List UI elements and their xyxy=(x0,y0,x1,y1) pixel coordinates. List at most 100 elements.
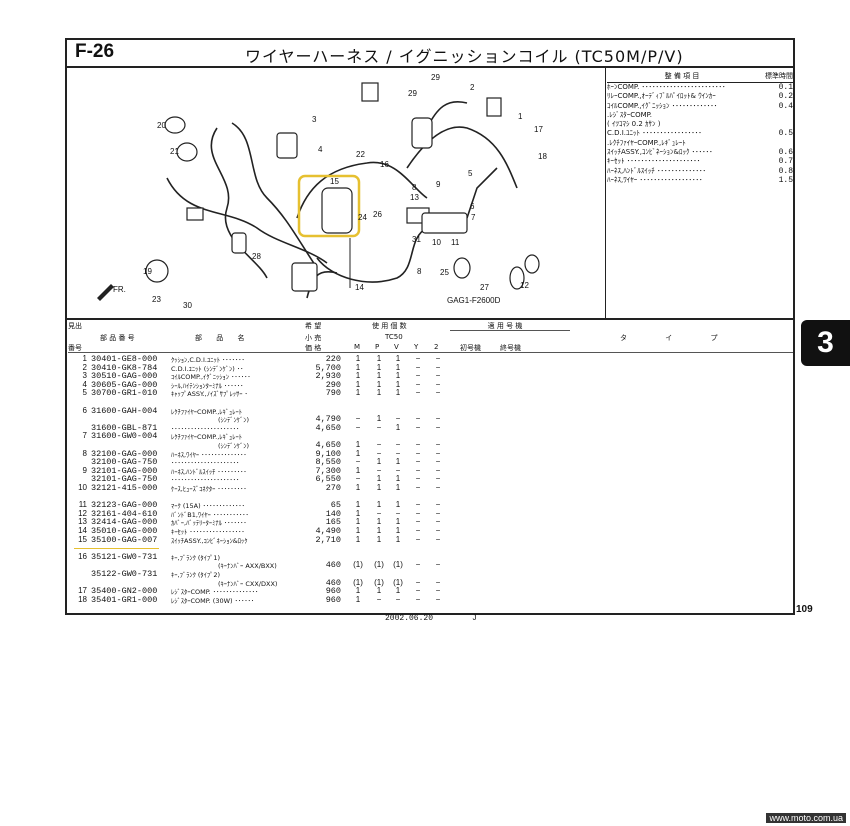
callout-number: 29 xyxy=(431,73,440,82)
quantity-y: − xyxy=(415,534,421,544)
service-time xyxy=(771,120,793,129)
table-row: (ｼﾝﾃﾞﾝｹﾞﾝ)4,790−1−−− xyxy=(68,414,468,425)
callout-number: 30 xyxy=(183,301,192,310)
usage-col-2: 2 xyxy=(434,343,439,351)
part-number: 35010-GAG-000 xyxy=(91,526,158,536)
quantity-p: − xyxy=(376,465,382,475)
callout-number: 22 xyxy=(356,150,365,159)
part-number: 30510-GAG-000 xyxy=(91,371,158,382)
callout-number: 15 xyxy=(330,177,339,186)
ref-number: 11 xyxy=(78,500,87,510)
service-time: 1.5 xyxy=(778,175,793,185)
type-header: タ イ プ xyxy=(620,334,736,342)
quantity-p: 1 xyxy=(376,362,382,372)
part-name-detail: (ｼﾝﾃﾞﾝｹﾞﾝ) xyxy=(218,416,250,425)
ref-number: 15 xyxy=(78,534,87,544)
quantity-p: 1 xyxy=(376,517,382,527)
part-number: 32123-GAG-000 xyxy=(91,500,158,511)
watermark-url: www.moto.com.ua xyxy=(766,813,846,823)
quantity-2: − xyxy=(435,534,441,544)
usage-col-p: P xyxy=(375,343,380,351)
price: 6,550 xyxy=(315,474,341,485)
quantity-v: 1 xyxy=(395,474,401,484)
quantity-p: (1) xyxy=(374,577,384,587)
quantity-v: 1 xyxy=(395,586,401,596)
callout-number: 23 xyxy=(152,295,161,304)
quantity-v: 1 xyxy=(395,388,401,398)
callout-number: 9 xyxy=(436,180,441,189)
quantity-2: − xyxy=(435,500,441,510)
part-number: 35100-GAG-007 xyxy=(91,534,158,545)
part-name: ﾚｼﾞｽﾀｰCOMP. ･･････････････ xyxy=(171,588,259,597)
service-item: ｽｲｯﾁASSY.,ｺﾝﾋﾞﾈｰｼｮﾝ&ﾛｯｸ ･･････ xyxy=(607,148,713,157)
ref-number: 12 xyxy=(78,508,87,518)
part-number-header: 部 品 番 号 xyxy=(100,334,135,342)
quantity-y: − xyxy=(415,379,421,389)
quantity-y: − xyxy=(415,414,421,424)
service-item: ﾊｰﾈｽ,ﾊﾝﾄﾞﾙｽｲｯﾁ ･･････････････ xyxy=(607,166,706,175)
quantity-y: − xyxy=(415,500,421,510)
part-number: 32101-GAG-000 xyxy=(91,465,158,476)
quantity-v: − xyxy=(395,448,401,458)
quantity-y: − xyxy=(415,586,421,596)
service-time: 0.6 xyxy=(778,148,793,158)
quantity-p: (1) xyxy=(374,560,384,570)
quantity-2: − xyxy=(435,371,441,381)
quantity-2: − xyxy=(435,448,441,458)
ref-number: 17 xyxy=(78,586,87,596)
ref-number: 14 xyxy=(78,526,87,535)
quantity-y: − xyxy=(415,362,421,372)
table-row: 32101-GAG-750･････････････････････6,550−… xyxy=(68,474,468,485)
quantity-m: 1 xyxy=(355,517,361,527)
quantity-v: − xyxy=(395,440,401,449)
quantity-p: − xyxy=(376,440,382,449)
part-name-detail: (ｷｰﾅﾝﾊﾞｰ AXX/BXX) xyxy=(218,562,277,571)
part-name: ｺｲﾙCOMP.,ｲｸﾞﾆｯｼｮﾝ ･･････ xyxy=(171,373,251,382)
quantity-m: 1 xyxy=(355,465,361,475)
quantity-v: − xyxy=(395,594,401,604)
quantity-p: 1 xyxy=(376,483,382,492)
callout-number: 25 xyxy=(440,268,449,277)
service-row: ｽｲｯﾁASSY.,ｺﾝﾋﾞﾈｰｼｮﾝ&ﾛｯｸ ･･････ 0.6 xyxy=(607,148,793,157)
part-number: 35121-GW0-731 xyxy=(91,551,158,562)
callout-number: 2 xyxy=(470,83,475,92)
part-name: ｷｬｯﾌﾟASSY.,ﾉｲｽﾞｻﾌﾟﾚｯｻｰ ･ xyxy=(171,390,248,399)
part-number: 31600-GAH-004 xyxy=(91,405,158,416)
quantity-p: 1 xyxy=(376,534,382,544)
quantity-m: 1 xyxy=(355,526,361,535)
quantity-p: − xyxy=(376,594,382,604)
callout-number: 8 xyxy=(417,267,422,276)
usage-col-y: Y xyxy=(414,343,419,351)
quantity-m: (1) xyxy=(353,560,363,570)
section-tab: 3 xyxy=(801,320,850,366)
page-title: ワイヤーハーネス / イグニッションコイル (TC50M/P/V) xyxy=(245,47,684,66)
last-serial-header: 終号機 xyxy=(500,344,521,352)
quantity-p: 1 xyxy=(376,474,382,484)
usage-col-v: V xyxy=(394,343,399,351)
table-row: 31600-GBL-871･････････････････････4,650−… xyxy=(68,423,468,433)
quantity-m: (1) xyxy=(353,577,363,587)
quantity-2: − xyxy=(435,362,441,372)
part-name: ﾚｸﾁﾌｧｲﾔｰCOMP.,ﾚｷﾞｭﾚｰﾄ xyxy=(171,407,243,416)
page-frame xyxy=(65,38,795,615)
callout-number: 18 xyxy=(538,152,547,161)
price: 2,710 xyxy=(315,534,341,545)
quantity-y: − xyxy=(415,474,421,484)
part-number: 32414-GAG-000 xyxy=(91,517,158,528)
callout-number: 8 xyxy=(412,183,417,192)
price: 8,550 xyxy=(315,457,341,468)
quantity-2: − xyxy=(435,474,441,484)
price: 460 xyxy=(325,560,341,571)
quantity-2: − xyxy=(435,517,441,527)
price: 9,100 xyxy=(315,448,341,459)
quantity-2: − xyxy=(435,594,441,604)
callout-number: 10 xyxy=(432,238,441,247)
part-number: 35401-GR1-000 xyxy=(91,594,158,605)
quantity-y: − xyxy=(415,371,421,381)
quantity-m: 1 xyxy=(355,508,361,518)
callout-number: 19 xyxy=(143,267,152,276)
service-item: .ﾚｼﾞｽﾀｰCOMP. xyxy=(607,110,653,119)
